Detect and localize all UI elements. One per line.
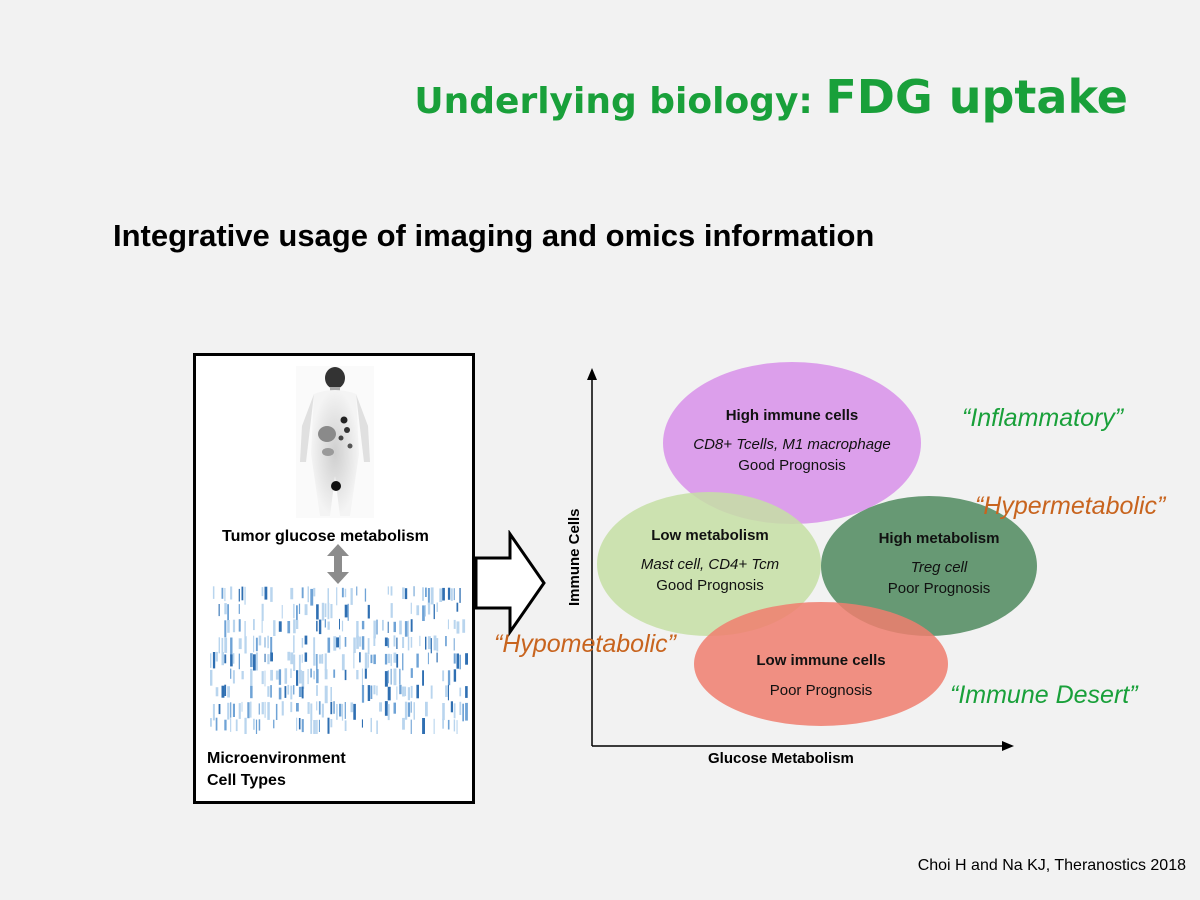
pet-scan-image bbox=[296, 366, 374, 518]
low-immune-cells-text: Low immune cells Poor Prognosis bbox=[711, 650, 931, 701]
slide-title: Underlying biology: FDG uptake bbox=[414, 70, 1128, 124]
hypermetabolic-label: “Hypermetabolic” bbox=[975, 492, 1166, 520]
x-axis-arrowhead bbox=[1002, 741, 1014, 751]
high-immune-cells-text: High immune cells CD8+ Tcells, M1 macrop… bbox=[672, 405, 912, 476]
microenvironment-label-line1: Microenvironment bbox=[207, 750, 346, 767]
high-metabolism-ellipse bbox=[821, 496, 1037, 636]
low-metabolism-text: Low metabolism Mast cell, CD4+ Tcm Good … bbox=[600, 525, 820, 596]
high-immune-cells-heading: High immune cells bbox=[725, 407, 859, 424]
high-metabolism-heading: High metabolism bbox=[878, 530, 1000, 547]
slide-subtitle: Integrative usage of imaging and omics i… bbox=[113, 218, 875, 253]
microenvironment-label-line2: Cell Types bbox=[207, 772, 286, 789]
right-arrow-icon bbox=[474, 530, 546, 637]
title-part1: Underlying biology: bbox=[414, 81, 826, 122]
gene-expression-heatmap bbox=[210, 586, 468, 734]
x-axis-label: Glucose Metabolism bbox=[708, 750, 854, 767]
low-immune-cells-prognosis: Poor Prognosis bbox=[769, 682, 873, 699]
high-metabolism-text: High metabolism Treg cell Poor Prognosis bbox=[830, 528, 1048, 599]
high-immune-cells-prognosis: Good Prognosis bbox=[738, 457, 846, 474]
tumor-glucose-metabolism-label: Tumor glucose metabolism bbox=[222, 528, 429, 545]
low-immune-cells-heading: Low immune cells bbox=[756, 652, 886, 669]
inflammatory-label: “Inflammatory” bbox=[962, 404, 1124, 432]
title-part2: FDG uptake bbox=[825, 70, 1128, 124]
high-metabolism-types: Treg cell bbox=[910, 559, 968, 576]
microenvironment-label: Microenvironment Cell Types bbox=[207, 748, 346, 792]
low-metabolism-types: Mast cell, CD4+ Tcm bbox=[640, 556, 780, 573]
high-metabolism-prognosis: Poor Prognosis bbox=[887, 580, 991, 597]
hypometabolic-label: “Hypometabolic” bbox=[494, 630, 677, 658]
low-metabolism-prognosis: Good Prognosis bbox=[656, 577, 764, 594]
high-immune-cells-types: CD8+ Tcells, M1 macrophage bbox=[693, 436, 891, 453]
bidirectional-arrow-icon bbox=[327, 544, 349, 584]
low-immune-cells-ellipse bbox=[694, 602, 948, 726]
low-metabolism-ellipse bbox=[597, 492, 821, 636]
citation: Choi H and Na KJ, Theranostics 2018 bbox=[917, 857, 1186, 874]
y-axis-label: Immune Cells bbox=[566, 508, 583, 606]
low-metabolism-heading: Low metabolism bbox=[651, 527, 769, 544]
high-immune-cells-ellipse bbox=[663, 362, 921, 524]
y-axis-arrowhead bbox=[587, 368, 597, 380]
immune-desert-label: “Immune Desert” bbox=[950, 681, 1138, 709]
imaging-omics-panel: Tumor glucose metabolism Microenvironmen… bbox=[193, 353, 475, 804]
